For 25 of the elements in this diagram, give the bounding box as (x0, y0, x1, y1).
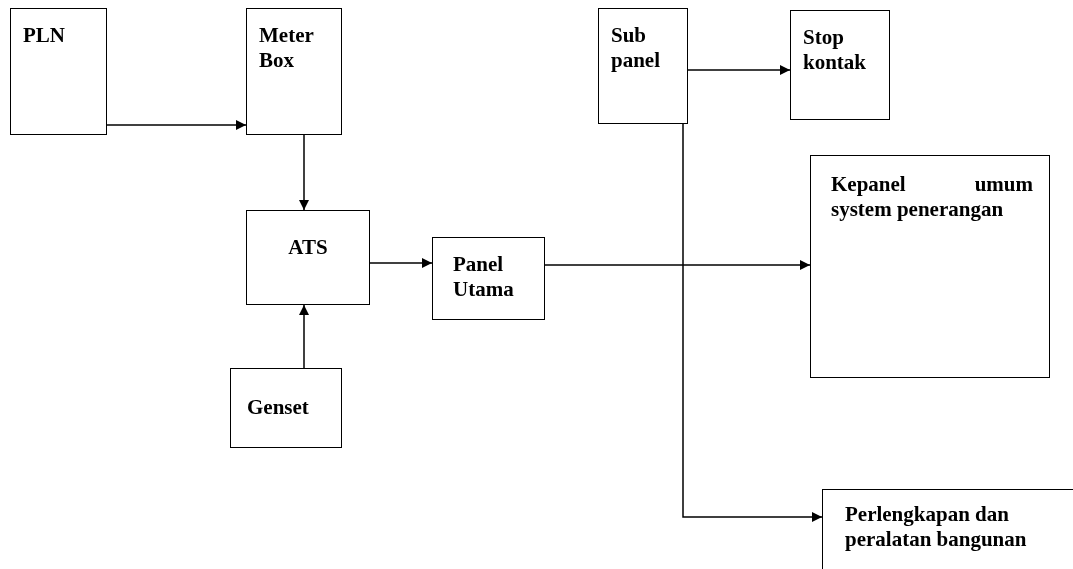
arrow (369, 258, 433, 268)
box-label: Panel Utama (453, 252, 515, 303)
process-box (230, 368, 342, 448)
box-label: Sub panel (611, 23, 661, 74)
box-label: Stop kontak (803, 25, 868, 76)
arrow (544, 260, 811, 270)
arrow (687, 65, 791, 75)
process-box (246, 8, 342, 135)
box-label: Genset (247, 395, 310, 421)
process-box (246, 210, 370, 305)
box-label: Meter Box (259, 23, 315, 74)
process-box (810, 155, 1050, 378)
process-box (790, 10, 890, 120)
arrow (682, 123, 823, 522)
arrow (299, 134, 309, 211)
process-box (822, 489, 1073, 569)
box-label: ATS (287, 235, 329, 261)
box-label: Perlengkapan dan peralatan bangunan (845, 502, 1028, 553)
process-box (432, 237, 545, 320)
box-label: Kepanel umum system penerangan (831, 172, 1033, 223)
process-box (10, 8, 107, 135)
process-box (598, 8, 688, 124)
arrow (106, 120, 247, 130)
arrow (299, 304, 309, 369)
box-label: PLN (23, 23, 66, 49)
